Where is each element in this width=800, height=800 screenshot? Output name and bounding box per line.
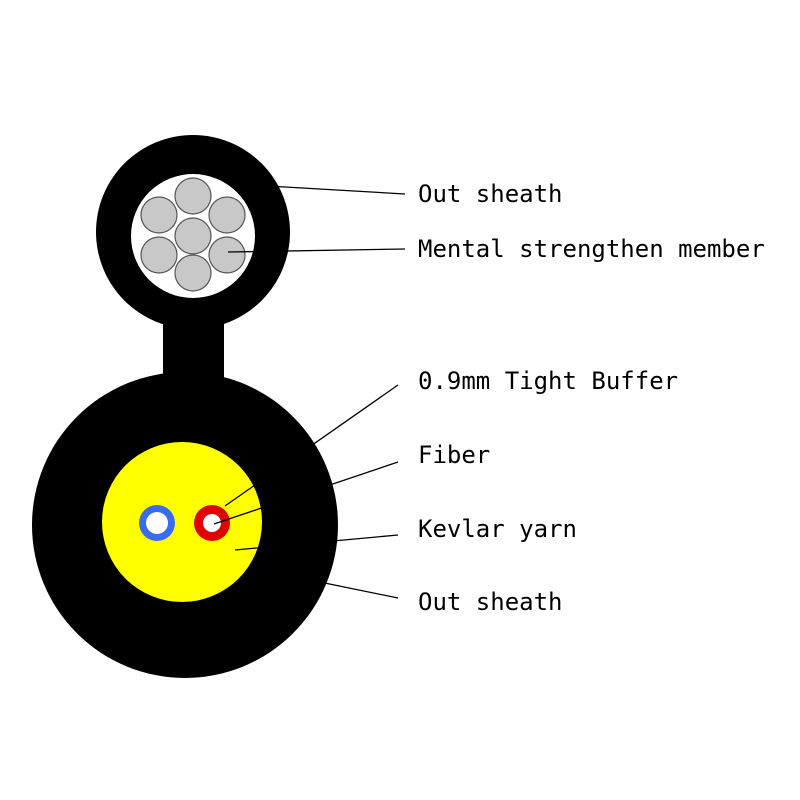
fiber-blue-core [146, 512, 168, 534]
label-fiber: Fiber [418, 441, 491, 469]
kevlar-yarn-area [102, 442, 262, 602]
strand-top-left [140, 196, 178, 234]
leader-kevlar [234, 534, 399, 551]
strand-top [174, 177, 212, 215]
label-tight-buffer: 0.9mm Tight Buffer [418, 367, 679, 395]
leader-fiber [213, 461, 399, 525]
strand-top-right [208, 196, 246, 234]
label-out-sheath-bottom: Out sheath [418, 588, 563, 616]
label-out-sheath-top: Out sheath [418, 180, 563, 208]
strand-bottom [174, 254, 212, 292]
leader-out-sheath-top [267, 185, 406, 195]
metal-strengthen-strands [140, 177, 246, 292]
label-mental-strengthen-member: Mental strengthen member [418, 235, 765, 263]
leader-out-sheath-bottom [309, 579, 399, 599]
fiber-red-core [203, 514, 221, 532]
leader-mental-member [227, 248, 406, 253]
strand-bottom-left [140, 236, 178, 274]
strand-center [174, 217, 212, 255]
label-kevlar-yarn: Kevlar yarn [418, 515, 577, 543]
leader-tight-buffer [224, 384, 399, 507]
strand-bottom-right [208, 236, 246, 274]
